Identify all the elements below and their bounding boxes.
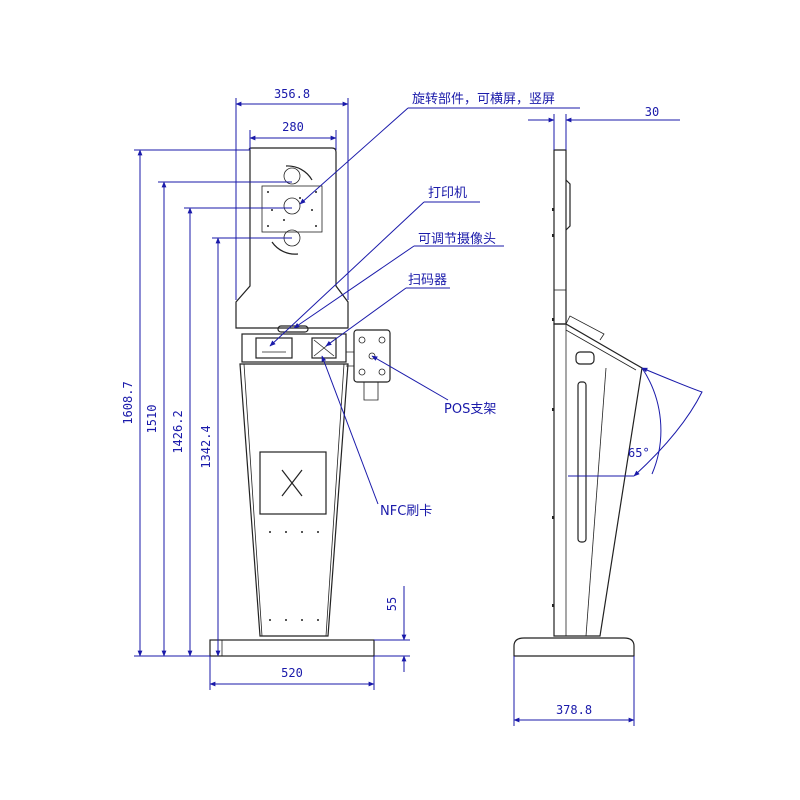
body-dots	[269, 531, 319, 621]
dim-height-3: 1426.2	[171, 410, 185, 453]
side-console	[553, 323, 643, 637]
callout-pos: POS支架	[444, 402, 496, 417]
side-view	[513, 149, 643, 657]
rotation-hole-top	[283, 167, 301, 185]
rotation-plate-dots	[267, 191, 317, 227]
dim-top-inner: 280	[282, 120, 304, 134]
dim-depth: 378.8	[556, 703, 592, 717]
nfc-icon	[281, 469, 303, 497]
side-body-dots	[552, 318, 554, 607]
side-camera-mount	[565, 315, 605, 341]
dim-height-4: 1342.4	[199, 425, 213, 468]
dim-height-2: 1510	[145, 405, 159, 434]
front-dimensions: 356.8 280 1608.7 1510 1426.2 1342.4 55 5…	[121, 87, 410, 690]
dim-height-1: 1608.7	[121, 381, 135, 424]
side-panel-dots	[552, 208, 554, 237]
side-back-inner	[585, 367, 607, 637]
side-rotation-hub	[565, 179, 571, 231]
rotation-plate	[261, 185, 323, 233]
front-base	[209, 639, 375, 657]
dim-base-width: 520	[281, 666, 303, 680]
rotation-arc-top	[285, 165, 313, 181]
dim-thickness: 30	[645, 105, 659, 119]
front-head-outline	[235, 147, 349, 329]
angle-arc	[641, 367, 662, 475]
callout-nfc: NFC刷卡	[380, 504, 432, 519]
rotation-hole-middle	[283, 197, 301, 215]
callout-camera: 可调节摄像头	[418, 232, 496, 247]
side-upper-panel	[553, 149, 567, 325]
callout-scanner: 扫码器	[408, 273, 447, 288]
front-body-outline	[239, 363, 349, 637]
callouts: 旋转部件，可横屏，竖屏 打印机 可调节摄像头 扫码器 POS支架 NFC刷卡	[269, 92, 580, 519]
pos-bracket-holes	[358, 336, 386, 376]
callout-printer: 打印机	[428, 186, 467, 201]
device-band	[241, 333, 347, 363]
dim-base-height: 55	[385, 597, 399, 611]
printer-slot	[255, 337, 293, 359]
front-view	[209, 147, 391, 657]
angle-label: 65°	[628, 446, 650, 460]
side-slot	[577, 381, 587, 543]
callout-rotation: 旋转部件，可横屏，竖屏	[412, 92, 555, 107]
side-base	[513, 637, 635, 657]
camera-bump	[277, 325, 309, 333]
nfc-pad	[259, 451, 327, 515]
dim-top-outer: 356.8	[274, 87, 310, 101]
pos-bracket-mount	[346, 351, 379, 401]
front-body-inner	[243, 363, 345, 637]
side-console-top-edge	[565, 329, 637, 371]
side-dimensions: 30 65° 378.8	[513, 105, 703, 726]
pos-bracket	[353, 329, 391, 383]
rotation-arc-bottom	[271, 241, 299, 255]
side-printer-outlet	[575, 351, 595, 365]
